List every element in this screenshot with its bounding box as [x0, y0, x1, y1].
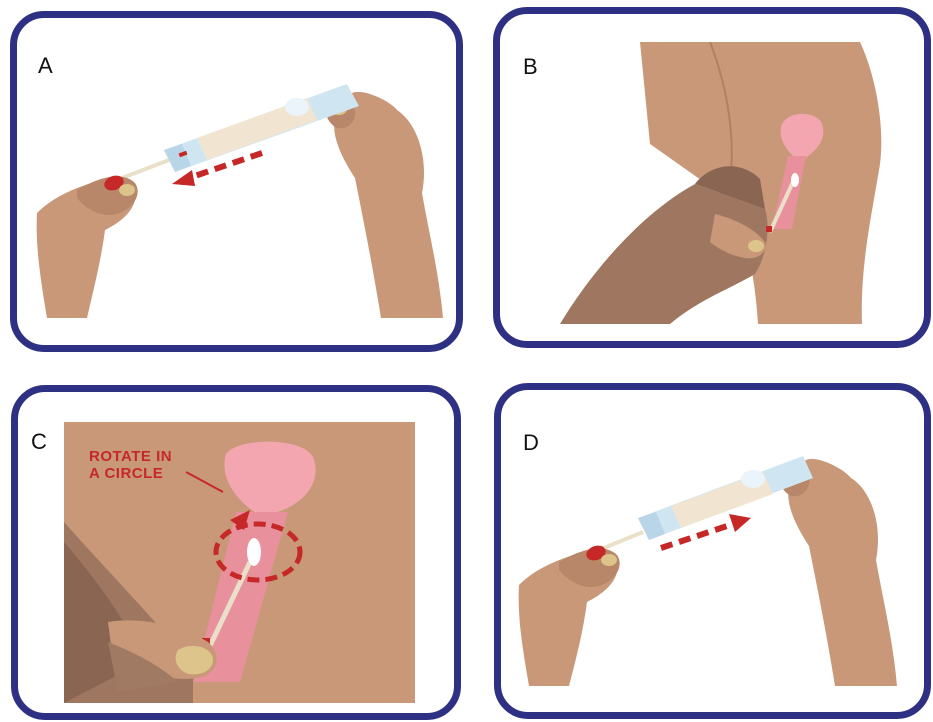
rotate-instruction-line1: ROTATE IN — [89, 448, 172, 465]
panel-b-insert-swab: B — [493, 7, 931, 348]
panel-d-return-swab: D — [494, 383, 931, 719]
rotate-instruction: ROTATE IN A CIRCLE — [89, 448, 172, 482]
swab-tube — [164, 84, 359, 172]
panel-label: D — [523, 430, 539, 456]
swab-stick — [117, 160, 169, 180]
direction-arrowhead — [172, 170, 195, 186]
swab-stick — [599, 532, 643, 550]
panel-a-remove-swab: A — [10, 11, 463, 352]
right-arm — [788, 459, 897, 686]
panel-label: B — [523, 54, 538, 80]
left-thumbnail — [601, 554, 617, 566]
illustration-rotate-swab — [18, 392, 454, 713]
swab-tip — [791, 173, 799, 187]
panel-c-rotate-swab: C ROTATE IN A CIRCLE — [11, 385, 461, 720]
swab-marker — [766, 226, 772, 232]
illustration-return-swab — [501, 390, 924, 712]
panel-label: C — [31, 429, 47, 455]
rotate-instruction-line2: A CIRCLE — [89, 465, 172, 482]
panel-label: A — [38, 53, 53, 79]
right-arm — [334, 92, 443, 318]
swab-tip — [247, 538, 261, 566]
illustration-remove-swab — [17, 18, 456, 345]
direction-arrowhead — [729, 514, 751, 532]
illustration-insert-swab — [500, 14, 924, 341]
left-thumbnail — [119, 184, 135, 196]
thumbnail — [748, 240, 764, 252]
